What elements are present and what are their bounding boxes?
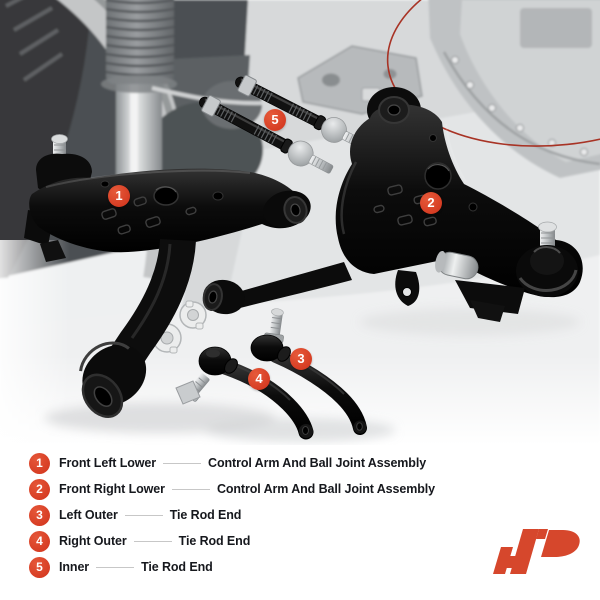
legend-row-2: 2 Front Right Lower Control Arm And Ball… xyxy=(29,478,435,500)
marker-2: 2 xyxy=(420,192,442,214)
legend-label-1: Front Left Lower xyxy=(59,456,157,470)
legend-row-5: 5 Inner Tie Rod End xyxy=(29,556,435,578)
legend-desc-4: Tie Rod End xyxy=(178,534,251,548)
legend-marker-2: 2 xyxy=(29,478,50,500)
legend-marker-5: 5 xyxy=(29,556,50,578)
parts-legend: 1 Front Left Lower Control Arm And Ball … xyxy=(29,452,435,582)
marker-3: 3 xyxy=(290,348,312,370)
legend-label-2: Front Right Lower xyxy=(59,482,165,496)
legend-marker-4: 4 xyxy=(29,530,50,552)
suspension-photo: 1 2 3 4 5 xyxy=(0,0,600,445)
legend-connector xyxy=(171,488,210,491)
right-ball-joint xyxy=(516,221,578,297)
legend-connector xyxy=(124,514,163,517)
tire xyxy=(0,0,92,279)
legend-label-5: Inner xyxy=(59,560,90,574)
legend-row-4: 4 Right Outer Tie Rod End xyxy=(29,530,435,552)
legend-desc-3: Tie Rod End xyxy=(169,508,242,522)
lock-washers xyxy=(152,300,207,354)
marker-1: 1 xyxy=(108,185,130,207)
legend-row-3: 3 Left Outer Tie Rod End xyxy=(29,504,435,526)
legend-marker-3: 3 xyxy=(29,504,50,526)
left-control-arm xyxy=(24,134,311,418)
legend-connector xyxy=(163,462,202,465)
logo-glyphs xyxy=(493,529,580,574)
legend-connector xyxy=(96,566,135,569)
legend-connector xyxy=(133,540,172,543)
legend-desc-5: Tie Rod End xyxy=(141,560,213,574)
right-control-arm xyxy=(202,87,583,322)
oil-pan xyxy=(428,0,600,178)
outer-tie-rod-right xyxy=(175,346,314,440)
legend-label-3: Left Outer xyxy=(59,508,118,522)
red-highlight-circle xyxy=(386,0,600,147)
marker-5: 5 xyxy=(264,109,286,131)
inner-tie-rods xyxy=(199,74,367,174)
left-fade xyxy=(0,240,70,445)
legend-desc-2: Control Arm And Ball Joint Assembly xyxy=(216,482,435,496)
a-premium-logo xyxy=(492,527,582,577)
legend-label-4: Right Outer xyxy=(59,534,127,548)
marker-4: 4 xyxy=(248,368,270,390)
left-arm-bushing xyxy=(79,341,147,418)
legend-marker-1: 1 xyxy=(29,452,50,474)
legend-desc-1: Control Arm And Ball Joint Assembly xyxy=(208,456,427,470)
legend-row-1: 1 Front Left Lower Control Arm And Ball … xyxy=(29,452,435,474)
